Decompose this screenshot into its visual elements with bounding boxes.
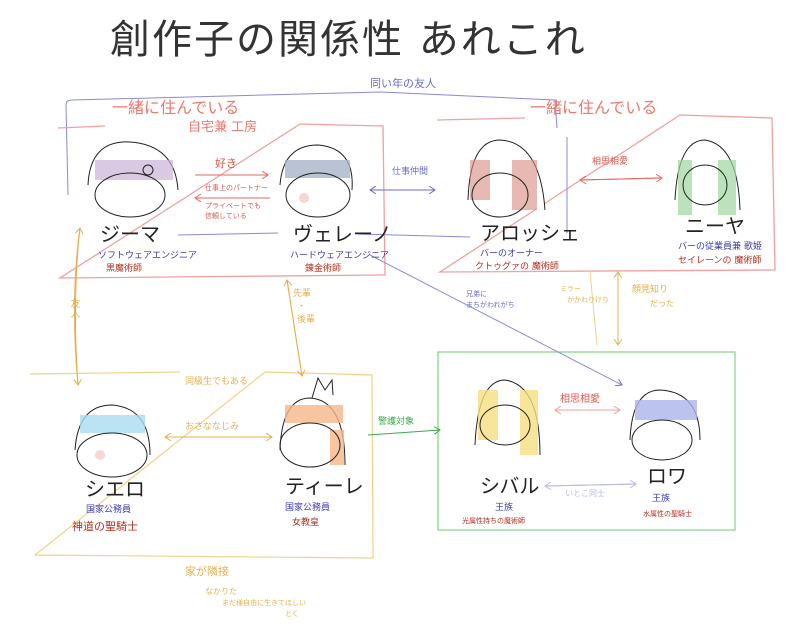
character-name: シバル [480, 474, 540, 498]
character-role: 国家公務員 [285, 503, 331, 513]
character-magic: クトゥグァの 魔術師 [475, 262, 559, 272]
label-cousins: いとこ同士 [565, 489, 605, 498]
label-mutual-love-top: 相思相愛 [592, 157, 629, 167]
face-sibyl [474, 379, 541, 456]
character-role: ハードウェアエンジニア [290, 251, 390, 261]
label-friends: 友人 [68, 298, 79, 318]
character-name: ジーマ [100, 222, 160, 246]
group-label-bottom-left: 同級生でもある [185, 377, 249, 387]
face-vele [279, 144, 353, 218]
character-magic: 錬金術師 [305, 264, 342, 274]
label-senpai: 先輩 [293, 289, 312, 299]
group-box-top-left [57, 123, 386, 279]
label-note-2: まだ様自由に生きてほしい [222, 599, 306, 607]
label-like: 好き [215, 157, 237, 170]
character-magic: セイレーンの 魔術師 [678, 256, 762, 266]
character-role: 王族 [652, 494, 671, 504]
character-magic: 女教皇 [292, 518, 320, 528]
label-coworkers: 仕事仲間 [392, 167, 429, 177]
face-aroche [467, 139, 546, 218]
label-partner-2: プライベートでも [205, 202, 261, 210]
face-shiero [74, 404, 151, 478]
character-name: ニーヤ [685, 214, 745, 238]
character-role: バーのオーナー [480, 249, 544, 259]
label-kouhai: 後輩 [297, 315, 316, 325]
label-neighbors: 家が隣接 [185, 565, 229, 578]
character-name: ロワ [647, 464, 687, 488]
character-magic: 黒魔術師 [106, 264, 143, 274]
character-name: ティーレ [285, 474, 364, 498]
label-acquainted-1: 顔見知り [632, 285, 669, 295]
character-name: シエロ [85, 477, 145, 501]
face-zeema [87, 141, 179, 218]
character-role: 国家公務員 [86, 505, 132, 515]
character-magic: 光属性持ちの魔術師 [462, 517, 525, 525]
face-tiile [279, 376, 346, 468]
label-mirror-1: ミラー [560, 285, 581, 293]
group-box-bottom-right [437, 351, 736, 531]
label-mutual-love-bottom: 相思相愛 [560, 394, 600, 405]
character-magic: 神道の聖騎士 [72, 520, 138, 533]
label-guard-target: 警護対象 [378, 417, 415, 427]
face-nika [674, 139, 741, 215]
character-name: アロッシェ [480, 221, 580, 245]
label-partner-3: 信頼している [205, 212, 247, 220]
group-label-top-left: 一緒に住んでいる [112, 98, 240, 117]
label-mirror-2: かかわりけり [567, 296, 609, 304]
label-mistaken-brothers-1: 兄弟に [466, 290, 487, 298]
label-mistaken-brothers-2: まちがわれがち [466, 301, 515, 309]
label-childhood-friends: おさななじみ [185, 422, 240, 432]
character-role: 王族 [495, 503, 514, 513]
character-name: ヴェレーノ [293, 222, 392, 246]
group-box-bottom-left [29, 371, 374, 559]
group-label-top-right: 一緒に住んでいる [530, 98, 658, 117]
character-role: バーの従業員兼 歌姫 [678, 242, 762, 252]
same-age-bracket [65, 91, 558, 196]
character-role: ソフトウェアエンジニア [98, 251, 198, 261]
group-box-top-right [436, 114, 776, 273]
label-note-1: なかりた [205, 587, 237, 596]
label-acquainted-2: だった [650, 299, 674, 308]
label-note-3: とく [285, 610, 299, 618]
label-dot: ・ [297, 302, 307, 312]
label-same-age-friends: 同い年の友人 [370, 77, 436, 90]
character-magic: 水属性の聖騎士 [643, 510, 692, 518]
label-partner-1: 仕事上のパートナー [205, 184, 268, 192]
page-title: 創作子の関係性 あれこれ [110, 17, 587, 63]
group-sublabel-top-left: 自宅兼 工房 [188, 120, 258, 135]
face-rowa [629, 389, 701, 461]
